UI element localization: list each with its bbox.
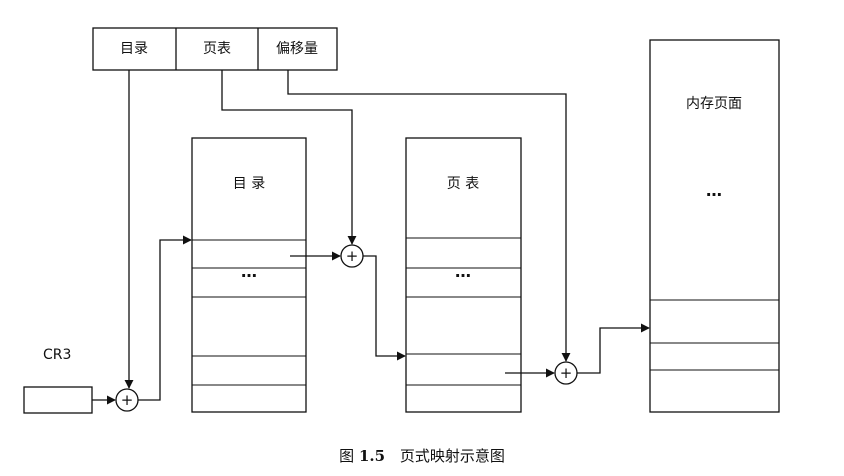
linear-address: 目录 页表 偏移量 bbox=[92, 27, 338, 71]
page-directory-ellipsis: … bbox=[241, 262, 257, 281]
arrow-to-page-table-entry bbox=[363, 255, 406, 361]
address-field-page-table: 页表 bbox=[203, 41, 231, 57]
page-table-box bbox=[405, 137, 522, 413]
memory-page-box bbox=[649, 39, 780, 413]
address-field-directory: 目录 bbox=[120, 41, 148, 57]
cr3-box bbox=[23, 386, 93, 414]
adder-symbol: + bbox=[121, 391, 134, 409]
page-table-title: 页 表 bbox=[447, 176, 479, 192]
arrow-page-table-index bbox=[221, 70, 357, 245]
figure-caption: 图 1.5 页式映射示意图 bbox=[339, 447, 505, 465]
memory-page-ellipsis: … bbox=[706, 181, 722, 200]
arrow-to-directory-entry bbox=[138, 235, 192, 401]
page-directory: 目 录 … bbox=[191, 137, 307, 413]
page-table: 页 表 … bbox=[405, 137, 522, 413]
arrow-to-memory bbox=[577, 323, 650, 374]
adder-1: + bbox=[115, 388, 139, 412]
linear-address-box bbox=[92, 27, 338, 71]
caption-label: 图 bbox=[339, 447, 354, 465]
adder-symbol: + bbox=[346, 247, 359, 265]
cr3-register: CR3 bbox=[23, 347, 93, 414]
page-table-ellipsis: … bbox=[455, 262, 471, 281]
caption-number: 1.5 bbox=[359, 447, 385, 465]
memory-page: 内存页面 … bbox=[649, 39, 780, 413]
caption-title: 页式映射示意图 bbox=[400, 447, 505, 465]
arrow-offset bbox=[287, 70, 571, 362]
page-directory-box bbox=[191, 137, 307, 413]
page-directory-title: 目 录 bbox=[233, 176, 265, 192]
adder-3: + bbox=[554, 361, 578, 385]
connectors bbox=[92, 70, 650, 405]
adder-symbol: + bbox=[560, 364, 573, 382]
adder-2: + bbox=[340, 244, 364, 268]
memory-page-title: 内存页面 bbox=[686, 96, 742, 112]
cr3-label: CR3 bbox=[43, 347, 71, 363]
address-field-offset: 偏移量 bbox=[276, 41, 318, 57]
